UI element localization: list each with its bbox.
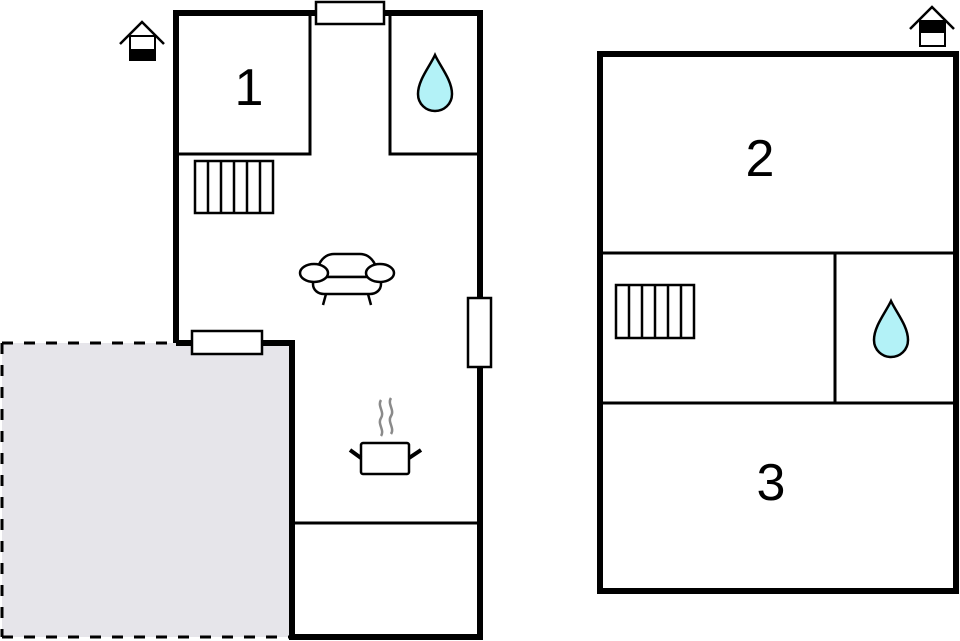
cooking-pot-icon — [348, 397, 423, 476]
armchair-icon — [298, 252, 396, 306]
room-label-2: 2 — [746, 130, 775, 188]
water-drop-icon — [416, 51, 454, 113]
upper-floor-plan: 2 3 — [597, 5, 959, 594]
water-drop-icon-upper — [872, 297, 910, 359]
window-right — [466, 296, 493, 369]
ground-floor-plan: 1 — [0, 0, 493, 640]
staircase-icon-upper — [614, 283, 696, 340]
room-label-1: 1 — [235, 59, 264, 117]
house-icon-ground-floor — [119, 20, 165, 61]
ground-floor-walls — [173, 10, 483, 640]
ground-floor-interior-walls — [179, 16, 477, 525]
room-label-3: 3 — [757, 454, 786, 512]
staircase-icon — [193, 159, 275, 215]
window-terrace — [190, 329, 264, 356]
house-icon-upper-floor — [909, 5, 955, 47]
ground-floor-windows — [190, 0, 493, 369]
window-top — [314, 0, 386, 26]
terrace — [0, 341, 292, 639]
upper-floor-interior-walls — [603, 251, 953, 405]
